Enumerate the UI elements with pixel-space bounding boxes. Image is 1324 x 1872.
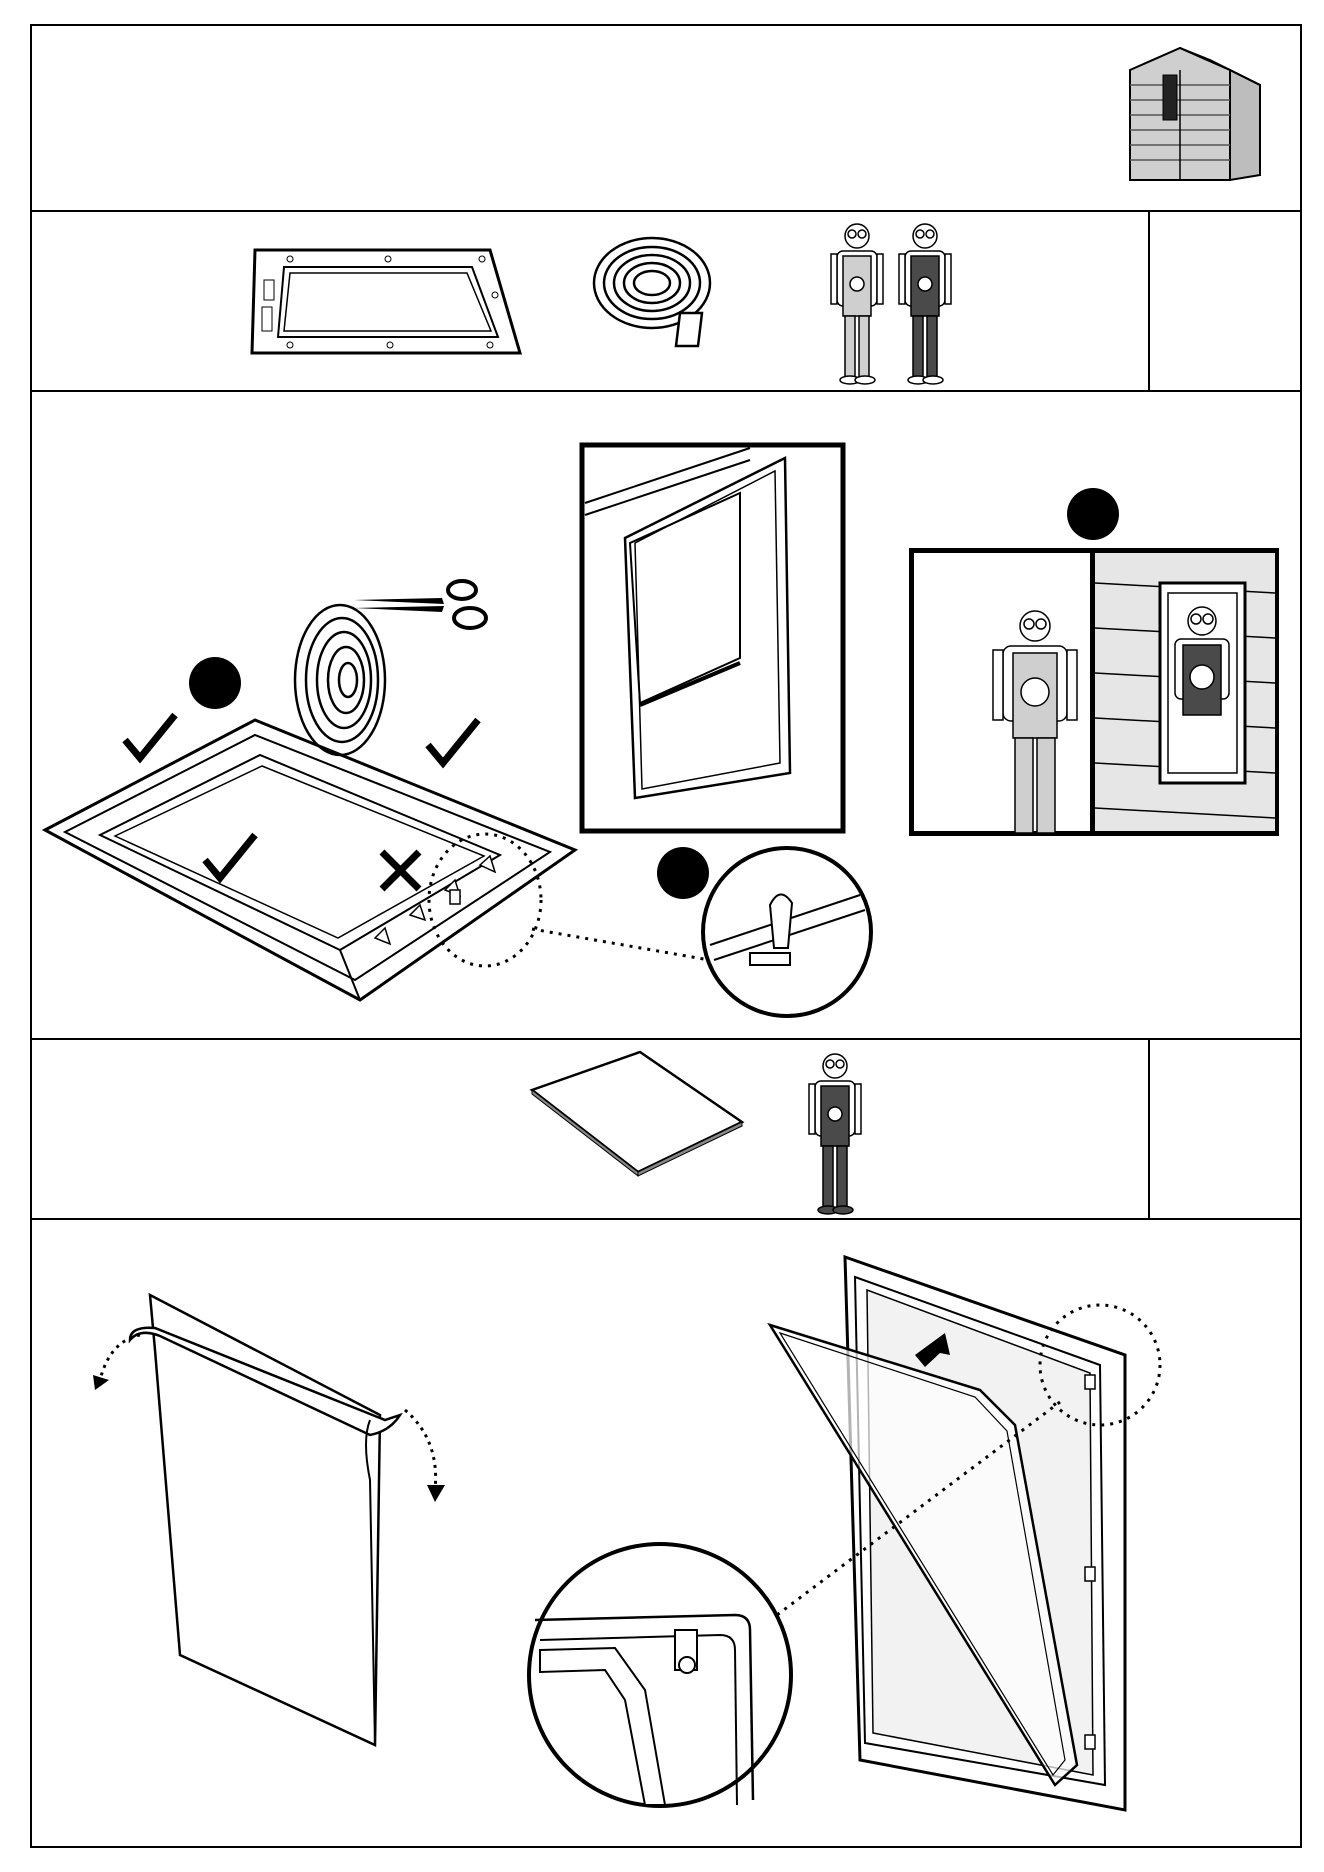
parts-panel-1-divider: [1148, 210, 1150, 392]
scissors-icon: [352, 570, 492, 640]
detail-leader-line: [775, 1400, 1065, 1620]
glazing-sheet-icon: [530, 1050, 745, 1180]
detail-leader-line: [530, 925, 720, 965]
step-bullet-icon: [1065, 486, 1121, 542]
check-icon: [423, 715, 483, 770]
two-person-icon: [825, 218, 965, 388]
check-icon: [200, 830, 260, 885]
detail-circle-icon: [700, 845, 875, 1020]
window-frame-icon: [250, 245, 525, 360]
parts-panel-2-divider: [1148, 1038, 1150, 1220]
one-person-icon: [800, 1048, 870, 1218]
foam-tape-roll-icon: [590, 228, 715, 358]
shed-overview-panel: [30, 24, 1302, 212]
detail-circle-icon: [525, 1540, 795, 1810]
shed-wall-window-icon: [1095, 553, 1275, 831]
cross-icon: [378, 848, 423, 893]
person-light-icon: [985, 608, 1085, 833]
frame-seal-detail: [580, 443, 845, 833]
step-bullet-icon: [187, 655, 243, 711]
peel-film-illustration: [65, 1290, 445, 1750]
check-icon: [120, 710, 180, 765]
detail-dotted-circle: [425, 830, 545, 970]
shed-icon: [1120, 40, 1270, 190]
